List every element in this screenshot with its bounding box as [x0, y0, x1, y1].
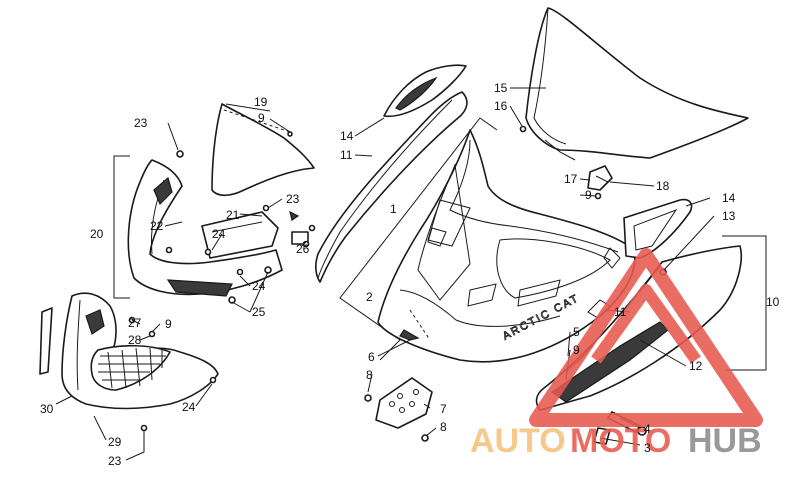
spacer	[291, 224, 316, 248]
callout-23b: 23	[286, 192, 300, 206]
screw	[287, 131, 293, 137]
belly-pan-side	[127, 159, 283, 297]
callout-23c: 23	[108, 454, 122, 468]
screw	[148, 330, 156, 338]
callout-29: 29	[108, 435, 122, 449]
callout-labels: 1 2 3 4 5 6 7 8 8 9 9 9 9 10 11 11 12 13…	[40, 81, 780, 468]
screw	[209, 376, 217, 384]
callout-19: 19	[254, 95, 268, 109]
callout-8a: 8	[366, 368, 373, 382]
callout-24a: 24	[212, 227, 226, 241]
callout-3: 3	[644, 441, 651, 455]
callout-28: 28	[128, 333, 142, 347]
callout-10: 10	[766, 295, 780, 309]
callout-27: 27	[128, 316, 142, 330]
callout-21: 21	[226, 208, 240, 222]
callout-24c: 24	[182, 400, 196, 414]
callout-9a: 9	[258, 111, 265, 125]
watermark-logo: AUTO MOTO HUB	[470, 248, 763, 460]
screw	[262, 204, 270, 212]
callout-9b: 9	[585, 188, 592, 202]
screw	[176, 150, 184, 158]
screw	[364, 394, 372, 402]
hood	[377, 129, 636, 363]
windshield	[525, 7, 749, 161]
callout-bracket-belly-pan	[113, 155, 130, 299]
callout-14a: 14	[340, 129, 354, 143]
callout-7: 7	[440, 402, 447, 416]
callout-5: 5	[573, 325, 580, 339]
skid-plate	[375, 377, 433, 429]
callout-23a: 23	[134, 116, 148, 130]
screw	[421, 434, 429, 442]
side-panel-right	[535, 198, 742, 411]
side-trim-left	[315, 64, 468, 283]
callout-4: 4	[644, 422, 651, 436]
side-cover-upper	[211, 103, 315, 197]
windshield-screw	[519, 125, 527, 133]
callout-30: 30	[40, 402, 54, 416]
callout-bracket-hood	[339, 117, 498, 361]
callout-9d: 9	[573, 343, 580, 357]
screw	[204, 248, 212, 256]
callout-11b: 11	[614, 305, 627, 319]
callout-9c: 9	[165, 317, 172, 331]
callout-13: 13	[722, 209, 736, 223]
callout-1: 1	[390, 202, 397, 216]
callout-22: 22	[150, 219, 164, 233]
callout-6: 6	[368, 350, 375, 364]
hood-decal-line	[409, 309, 431, 341]
watermark-text-moto: MOTO	[570, 422, 671, 460]
callout-25: 25	[252, 305, 266, 319]
callout-12: 12	[689, 359, 703, 373]
callout-8b: 8	[440, 420, 447, 434]
screw	[236, 268, 244, 276]
screw	[140, 424, 148, 432]
front-nose	[39, 292, 219, 410]
watermark-text-auto: AUTO	[470, 422, 566, 460]
callout-bracket-side-panel	[722, 235, 767, 371]
callout-15: 15	[494, 81, 508, 95]
screw	[165, 246, 173, 254]
callout-17: 17	[564, 172, 578, 186]
callout-14b: 14	[722, 191, 736, 205]
callout-2: 2	[366, 290, 373, 304]
callout-18: 18	[656, 179, 670, 193]
callout-24b: 24	[252, 279, 266, 293]
callout-26: 26	[296, 242, 310, 256]
callout-16: 16	[494, 99, 508, 113]
callout-20: 20	[90, 227, 104, 241]
watermark-text-hub: HUB	[688, 422, 762, 460]
screw	[228, 296, 236, 304]
clip	[289, 210, 300, 221]
callout-11a: 11	[340, 148, 353, 162]
